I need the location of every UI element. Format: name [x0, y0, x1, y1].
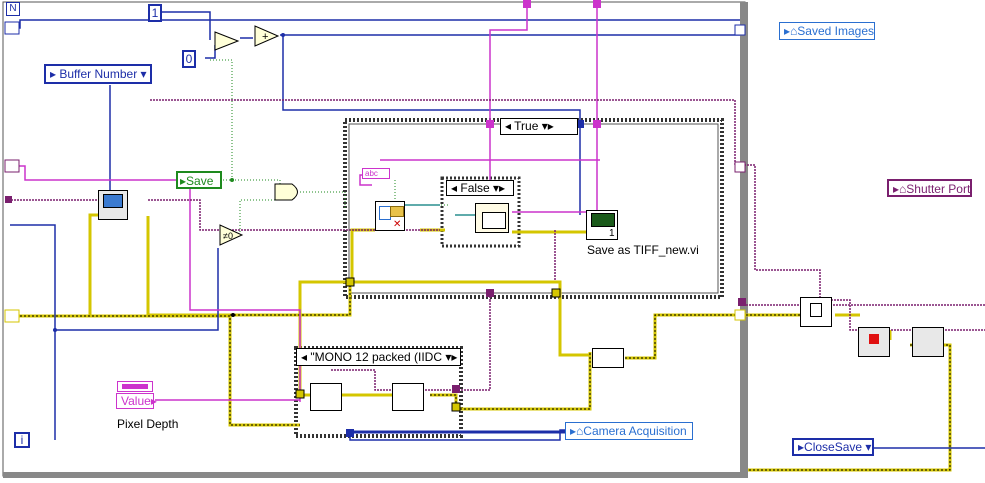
true-dropdown-icon: ▾▸	[538, 119, 554, 133]
constant-zero[interactable]: 0	[182, 50, 196, 68]
add-node	[254, 25, 280, 47]
home-arrow-icon: ▸⌂	[784, 24, 798, 38]
tunnel-mono-err-out	[451, 402, 461, 412]
true-case-label: True	[514, 119, 539, 133]
subvi-count: 1	[609, 228, 615, 239]
false-left-arrow-icon: ◂	[451, 181, 461, 195]
camera-acquisition-indicator[interactable]: ▸⌂Camera Acquisition	[565, 422, 693, 440]
convert-right-icon[interactable]	[392, 383, 424, 411]
tunnel-shutter	[734, 161, 746, 173]
value-label: Value	[121, 394, 151, 408]
tunnel-left-purple	[4, 159, 20, 173]
tunnel-left-blue	[4, 21, 20, 35]
saved-images-label: Saved Images	[797, 24, 874, 38]
close-save-label: CloseSave	[804, 440, 863, 454]
shutter-port-label: Shutter Port	[906, 182, 971, 196]
mono-dropdown-icon: ▾▸	[445, 350, 458, 364]
pixel-depth-icon	[117, 381, 153, 392]
camera-image-icon[interactable]	[98, 190, 128, 220]
camera-config-icon[interactable]	[912, 327, 944, 357]
false-case-selector[interactable]: ◂ False ▾▸	[446, 180, 514, 196]
tunnel-top-1	[523, 0, 531, 8]
create-folder-icon[interactable]	[475, 203, 509, 233]
close-arrow-icon: ▸	[798, 440, 805, 454]
save-label: Save	[186, 174, 214, 188]
tunnel-right-cluster	[738, 298, 746, 306]
value-arrow-icon: ▸	[150, 394, 157, 408]
pixel-depth-label: Pixel Depth	[117, 417, 179, 431]
false-dropdown-icon: ▾▸	[489, 181, 506, 195]
buffer-number-control[interactable]: ▸ Buffer Number ▾	[44, 64, 152, 84]
tunnel-left-cluster	[5, 196, 12, 203]
tunnel-left-error	[4, 309, 20, 323]
not-equal-zero-node	[219, 224, 244, 246]
close-save-wire	[874, 447, 985, 449]
svg-text:≠0: ≠0	[223, 231, 233, 241]
case-structure-false	[440, 176, 521, 248]
constant-one[interactable]: 1	[148, 4, 162, 22]
loop-border-right	[740, 2, 748, 476]
tunnel-top-2	[593, 0, 601, 8]
save-control[interactable]: ▸Save	[176, 171, 222, 189]
file-dialog-icon[interactable]: ✕	[375, 201, 405, 231]
save-arrow-icon: ▸	[180, 174, 187, 188]
close-x-icon: ✕	[393, 219, 402, 230]
tunnel-case-2	[593, 120, 601, 128]
mono-left-arrow-icon: ◂	[301, 350, 308, 364]
false-case-label: False	[460, 181, 490, 195]
tunnel-case-err-in	[345, 277, 355, 287]
saved-images-indicator[interactable]: ▸⌂Saved Images	[779, 22, 875, 40]
value-control[interactable]: Value▸	[116, 393, 157, 409]
tunnel-mono-ref-out	[346, 429, 354, 437]
true-left-arrow-icon: ◂	[505, 119, 515, 133]
mono-selector-label: "MONO 12 packed (IIDC	[310, 350, 443, 364]
convert-left-icon[interactable]	[310, 383, 342, 411]
buffer-arrow-icon: ▸	[50, 67, 57, 81]
close-dropdown-icon: ▾	[862, 440, 872, 454]
svg-text:+: +	[262, 31, 268, 43]
subvi-label: Save as TIFF_new.vi	[587, 243, 699, 257]
and-node	[274, 183, 298, 201]
true-case-selector[interactable]: ◂ True ▾▸	[500, 118, 578, 135]
shutter-port-indicator[interactable]: ▸⌂Shutter Port	[887, 179, 972, 197]
tunnel-case-cluster-out	[486, 289, 494, 297]
tunnel-case-blue	[576, 120, 584, 128]
camera-acquisition-label: Camera Acquisition	[583, 424, 687, 438]
shutter-arrow-icon: ▸⌂	[893, 182, 907, 196]
camera-arrow-icon: ▸⌂	[570, 424, 584, 438]
mono-case-selector[interactable]: ◂ "MONO 12 packed (IIDC ▾▸	[296, 348, 461, 366]
tunnel-mono-cluster-out	[452, 385, 460, 393]
trash-icon[interactable]	[800, 297, 832, 327]
stop-camera-icon[interactable]	[858, 327, 890, 357]
close-save-control[interactable]: ▸CloseSave ▾	[792, 438, 874, 456]
string-constant[interactable]: abc	[362, 168, 390, 179]
greater-than-node	[214, 31, 240, 51]
tunnel-mono-err-in	[295, 389, 305, 399]
tunnel-case-1	[486, 120, 494, 128]
dropdown-icon: ▾	[140, 67, 147, 81]
subvi-icon[interactable]: 1	[586, 210, 618, 240]
loop-count-terminal: N	[6, 2, 20, 16]
tunnel-case-err-out	[551, 288, 561, 298]
bundle-icon[interactable]	[592, 348, 624, 368]
loop-border-bottom	[3, 472, 748, 478]
tunnel-error-right	[734, 309, 746, 321]
tunnel-saved-images	[734, 24, 746, 36]
iteration-terminal: i	[14, 432, 30, 448]
buffer-number-label: Buffer Number	[59, 67, 138, 81]
